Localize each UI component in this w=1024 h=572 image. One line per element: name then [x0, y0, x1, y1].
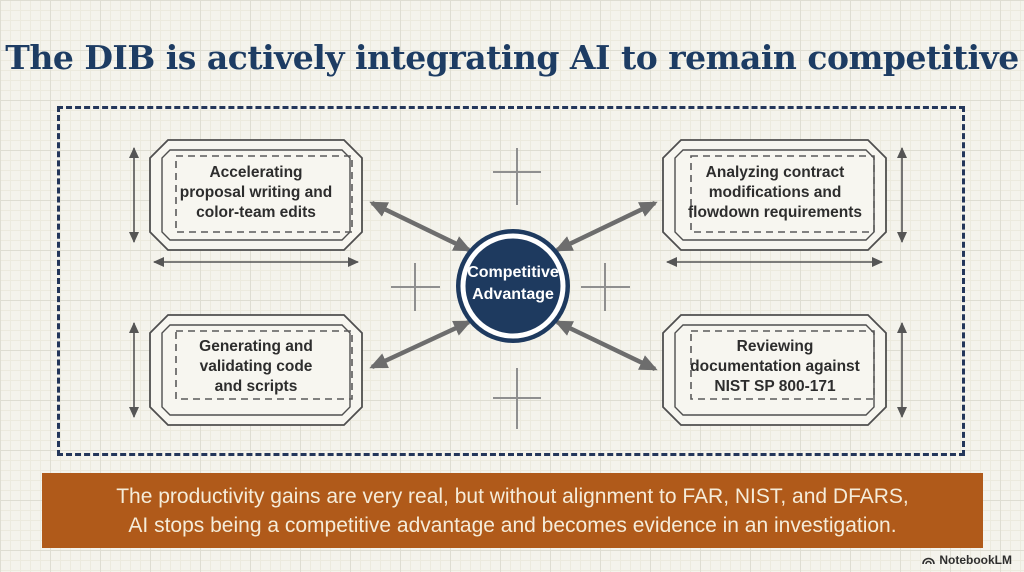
center-circle-label: Competitive Advantage [453, 262, 573, 306]
connector-arrow-top-right [554, 200, 658, 253]
box-label-line: color-team edits [196, 204, 316, 221]
box-label-line: flowdown requirements [688, 204, 862, 221]
box-label-top-left: Accelerating proposal writing and color-… [160, 163, 352, 223]
diagram-dashed-border [57, 106, 965, 456]
connector-arrow-top-left [369, 200, 472, 253]
banner-line: The productivity gains are very real, bu… [116, 484, 909, 508]
dimension-lines [129, 147, 907, 418]
box-label-line: documentation against [690, 358, 860, 375]
box-label-line: Reviewing [736, 338, 814, 355]
box-label-line: Analyzing contract [705, 164, 845, 181]
box-bottom-left [149, 314, 363, 426]
watermark-text: NotebookLM [939, 553, 1012, 567]
watermark: NotebookLM [922, 553, 1012, 567]
center-circle-label-line: Advantage [472, 286, 554, 303]
box-label-line: Generating and [199, 338, 313, 355]
notebooklm-logo-icon [922, 554, 936, 566]
box-bottom-right [662, 314, 887, 426]
connector-arrows [369, 200, 658, 372]
box-label-bottom-left: Generating and validating code and scrip… [160, 337, 352, 397]
box-label-line: NIST SP 800-171 [714, 378, 836, 395]
box-top-left [149, 139, 363, 251]
box-label-line: modifications and [708, 184, 842, 201]
banner-line: AI stops being a competitive advantage a… [128, 513, 897, 537]
box-label-line: proposal writing and [179, 184, 333, 201]
box-label-bottom-right: Reviewing documentation against NIST SP … [670, 337, 880, 397]
box-label-top-right: Analyzing contract modifications and flo… [670, 163, 880, 223]
crosshair-marks [391, 148, 630, 429]
box-label-line: and scripts [214, 378, 298, 395]
connector-arrow-bottom-left [369, 319, 472, 370]
center-circle [456, 229, 570, 343]
box-label-line: Accelerating [209, 164, 303, 181]
box-top-right [662, 139, 887, 251]
connector-arrow-bottom-right [554, 319, 658, 372]
page-title: The DIB is actively integrating AI to re… [5, 38, 1019, 77]
takeaway-banner: The productivity gains are very real, bu… [42, 473, 983, 548]
center-circle-label-line: Competitive [467, 264, 559, 281]
box-label-line: validating code [199, 358, 313, 375]
